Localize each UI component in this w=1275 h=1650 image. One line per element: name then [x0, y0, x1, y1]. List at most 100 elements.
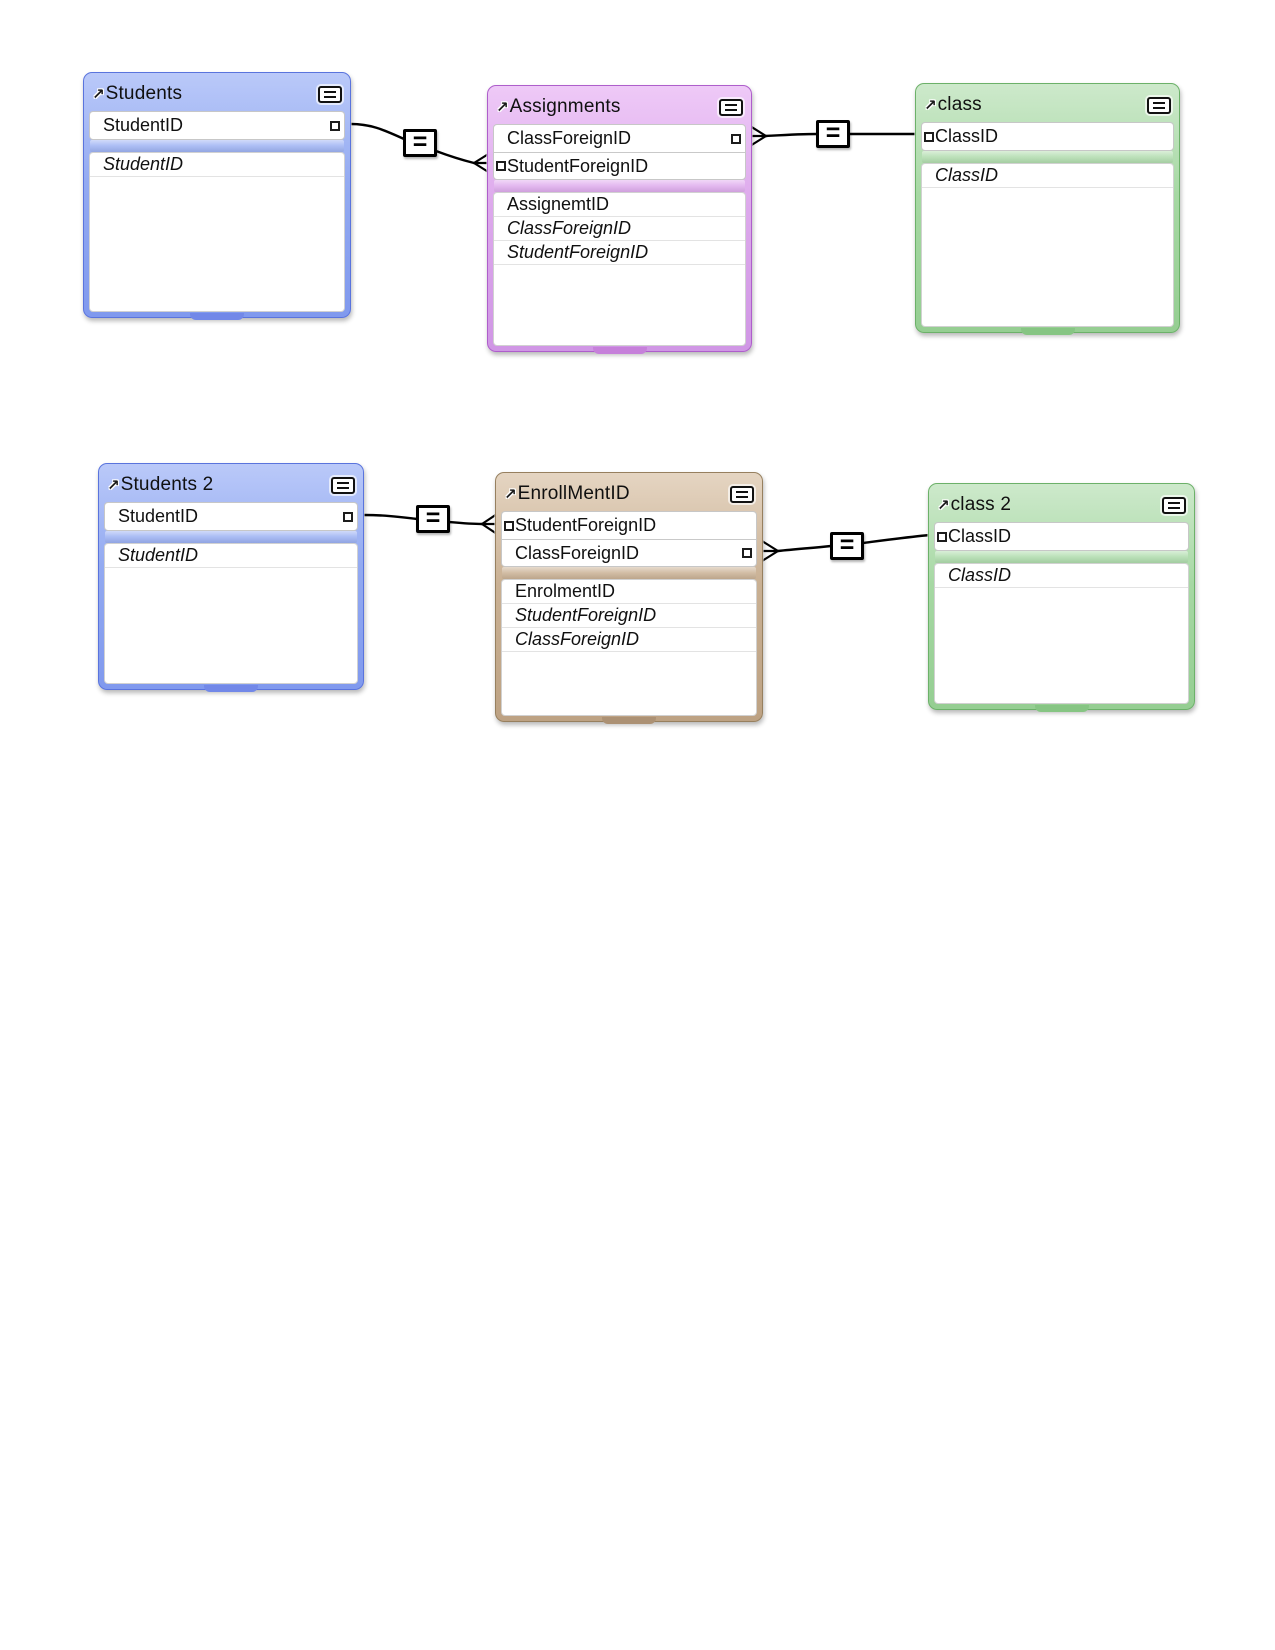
key-fields-section: ClassID [934, 522, 1189, 551]
table-class[interactable]: ↗ class ClassID ClassID [915, 83, 1180, 335]
table-enrollmentid[interactable]: ↗ EnrollMentID StudentForeignID ClassFor… [495, 472, 763, 724]
window-button-icon [1168, 501, 1180, 509]
field-name: StudentForeignID [507, 156, 649, 176]
equals-operator-box[interactable]: = [830, 532, 864, 560]
window-button-icon [736, 490, 748, 498]
body-field-row[interactable]: StudentID [105, 544, 357, 568]
body-field-row[interactable]: AssignemtID [494, 193, 745, 217]
expand-arrow-icon: ↗ [924, 96, 937, 114]
section-divider [105, 531, 357, 543]
table-header[interactable]: ↗ EnrollMentID [501, 477, 757, 511]
window-button-icon [1153, 101, 1165, 109]
body-field-row[interactable]: StudentID [90, 153, 344, 177]
section-divider [494, 180, 745, 192]
table-students[interactable]: ↗ Students StudentID StudentID [83, 72, 351, 320]
expand-arrow-icon: ↗ [107, 476, 120, 494]
body-field-row[interactable]: ClassID [922, 164, 1173, 188]
bottom-tab [1034, 705, 1089, 712]
body-fields-section: ClassID [934, 563, 1189, 704]
relationship-line-students2-enrollment[interactable] [362, 512, 499, 536]
key-fields-section: StudentID [89, 111, 345, 140]
relationship-line-assignments-class[interactable] [748, 124, 919, 148]
field-name: StudentID [118, 545, 199, 565]
field-name: ClassForeignID [507, 218, 632, 238]
window-toggle-button[interactable] [719, 98, 743, 116]
table-header[interactable]: ↗ Students [89, 77, 345, 111]
relationship-line-students-assignments[interactable] [349, 122, 492, 175]
field-name: StudentID [118, 506, 199, 526]
field-name: ClassID [935, 165, 999, 185]
field-name: AssignemtID [507, 194, 610, 214]
table-header[interactable]: ↗ class [921, 88, 1174, 122]
field-name: ClassID [948, 526, 1012, 546]
section-divider [90, 140, 344, 152]
body-field-row[interactable]: ClassForeignID [502, 628, 756, 652]
body-field-row[interactable]: StudentForeignID [502, 604, 756, 628]
table-header[interactable]: ↗ class 2 [934, 488, 1189, 522]
bottom-tab [602, 717, 656, 724]
window-button-icon [337, 481, 349, 489]
section-divider [922, 151, 1173, 163]
table-assignments[interactable]: ↗ Assignments ClassForeignID StudentFore… [487, 85, 752, 354]
body-fields-section: AssignemtID ClassForeignID StudentForeig… [493, 192, 746, 346]
field-name: StudentForeignID [515, 605, 657, 625]
field-name: StudentForeignID [515, 515, 657, 535]
field-name: StudentID [103, 115, 184, 135]
body-field-row[interactable]: ClassForeignID [494, 217, 745, 241]
expand-arrow-icon: ↗ [937, 496, 950, 514]
equals-operator-box[interactable]: = [403, 129, 437, 157]
expand-arrow-icon: ↗ [504, 485, 517, 503]
body-fields-section: ClassID [921, 163, 1174, 327]
section-divider [935, 551, 1188, 563]
window-toggle-button[interactable] [1162, 496, 1186, 514]
table-students-2[interactable]: ↗ Students 2 StudentID StudentID [98, 463, 364, 692]
body-fields-section: StudentID [89, 152, 345, 312]
connector-square [343, 511, 353, 522]
expand-arrow-icon: ↗ [92, 85, 105, 103]
key-field-row[interactable]: StudentID [90, 112, 344, 139]
relationship-line-enrollment-class2[interactable] [760, 533, 932, 563]
body-field-row[interactable]: ClassID [935, 564, 1188, 588]
field-name: ClassID [935, 126, 999, 146]
table-class-2[interactable]: ↗ class 2 ClassID ClassID [928, 483, 1195, 712]
equals-operator-box[interactable]: = [416, 505, 450, 533]
field-name: ClassForeignID [515, 629, 640, 649]
field-name: StudentForeignID [507, 242, 649, 262]
key-field-row[interactable]: ClassID [922, 123, 1173, 150]
table-header[interactable]: ↗ Students 2 [104, 468, 358, 502]
key-fields-section: ClassForeignID StudentForeignID [493, 124, 746, 180]
body-field-row[interactable]: StudentForeignID [494, 241, 745, 265]
table-header[interactable]: ↗ Assignments [493, 90, 746, 124]
field-name: StudentID [103, 154, 184, 174]
section-divider [502, 567, 756, 579]
connector-square [731, 133, 741, 144]
table-title: class 2 [950, 494, 1012, 515]
body-fields-section: EnrolmentID StudentForeignID ClassForeig… [501, 579, 757, 716]
table-title: Students [105, 83, 183, 104]
body-fields-section: StudentID [104, 543, 358, 684]
window-toggle-button[interactable] [318, 85, 342, 103]
connector-square [742, 548, 752, 558]
key-field-row[interactable]: ClassID [935, 523, 1188, 550]
key-field-row[interactable]: StudentForeignID [494, 152, 745, 179]
key-field-row[interactable]: ClassForeignID [494, 125, 745, 152]
connector-square [937, 531, 947, 542]
table-title: Students 2 [120, 474, 214, 495]
key-field-row[interactable]: StudentID [105, 503, 357, 530]
window-toggle-button[interactable] [331, 476, 355, 494]
equals-operator-box[interactable]: = [816, 120, 850, 148]
key-field-row[interactable]: StudentForeignID [502, 512, 756, 539]
connector-square [496, 161, 506, 171]
window-toggle-button[interactable] [730, 485, 754, 503]
body-field-row[interactable]: EnrolmentID [502, 580, 756, 604]
field-name: ClassForeignID [507, 128, 632, 148]
window-button-icon [324, 90, 336, 98]
bottom-tab [1020, 328, 1075, 335]
key-fields-section: ClassID [921, 122, 1174, 151]
window-toggle-button[interactable] [1147, 96, 1171, 114]
key-field-row[interactable]: ClassForeignID [502, 539, 756, 566]
key-fields-section: StudentForeignID ClassForeignID [501, 511, 757, 567]
connector-square [330, 120, 340, 131]
